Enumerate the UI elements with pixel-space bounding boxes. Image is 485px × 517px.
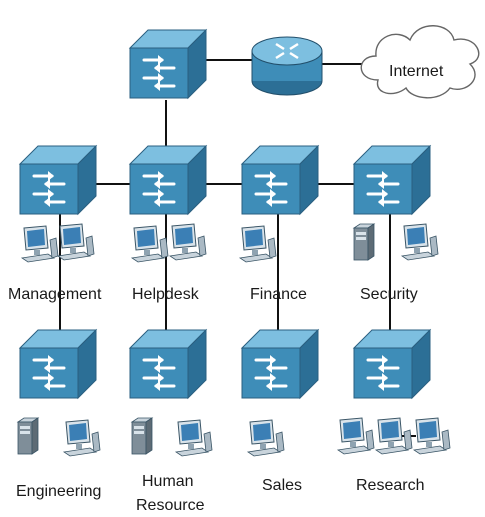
core-switch-icon (128, 28, 208, 100)
management-switch-icon (18, 144, 98, 216)
label-human-resource-line2: Resource (136, 497, 205, 514)
helpdesk-pc-icon (131, 225, 169, 263)
label-engineering: Engineering (16, 483, 101, 500)
cloud-icon (360, 25, 480, 99)
research-pc-icon (375, 417, 413, 455)
server-tower-icon (17, 417, 39, 455)
management-pc-icon (21, 225, 59, 263)
internet-label: Internet (389, 63, 444, 80)
security-switch-icon (352, 144, 432, 216)
label-finance: Finance (250, 286, 307, 303)
engineering-pc-icon (63, 419, 101, 457)
finance-pc-icon (239, 225, 277, 263)
label-human-resource-line1: Human (142, 473, 194, 490)
hr-switch-icon (128, 328, 208, 400)
server-tower-icon (353, 223, 375, 261)
hr-pc-icon (175, 419, 213, 457)
sales-pc-icon (247, 419, 285, 457)
helpdesk-switch-icon (128, 144, 208, 216)
label-sales: Sales (262, 477, 302, 494)
label-management: Management (8, 286, 102, 303)
research-pc-icon (337, 417, 375, 455)
finance-switch-icon (240, 144, 320, 216)
internet-cloud: Internet (360, 25, 480, 99)
management-pc-icon (57, 223, 95, 261)
sales-switch-icon (240, 328, 320, 400)
label-helpdesk: Helpdesk (132, 286, 200, 303)
engineering-switch-icon (18, 328, 98, 400)
security-pc-icon (401, 223, 439, 261)
router-icon (250, 35, 324, 97)
label-research: Research (356, 477, 424, 494)
label-security: Security (360, 286, 418, 303)
research-switch-icon (352, 328, 432, 400)
server-tower-icon (131, 417, 153, 455)
research-pc-icon (413, 417, 451, 455)
helpdesk-pc-icon (169, 223, 207, 261)
